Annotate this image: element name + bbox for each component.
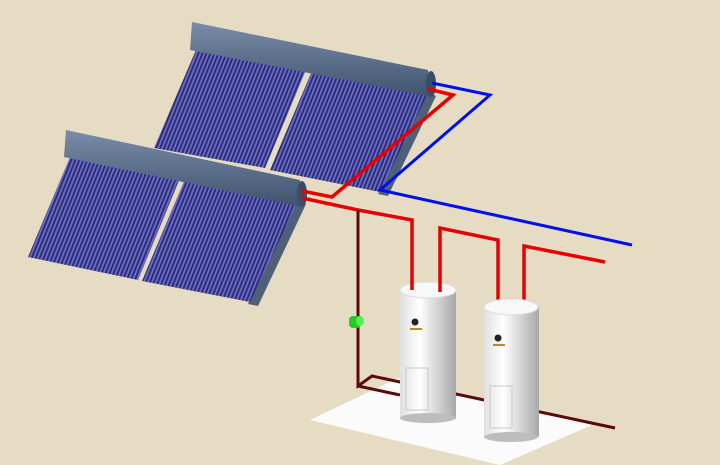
upper-collector-array — [154, 22, 436, 196]
hot-water-pipes — [301, 87, 606, 306]
lower-collector-array — [28, 130, 307, 306]
upper-collector-panel-right — [270, 71, 428, 192]
tank-2-gauge-icon — [494, 334, 502, 342]
tank-platform — [310, 378, 592, 465]
lower-collector-header — [64, 130, 302, 207]
upper-collector-frame — [378, 92, 436, 196]
tank-1-gauge-icon — [411, 318, 419, 326]
lower-collector-frame — [248, 200, 306, 306]
lower-collector-panel-left — [28, 157, 180, 280]
cold-water-pipe — [376, 81, 633, 247]
storage-tank-2 — [483, 298, 539, 442]
valve — [349, 316, 364, 328]
upper-collector-panel-left — [154, 50, 306, 168]
lower-collector-panel-right — [142, 179, 298, 302]
upper-collector-header — [190, 22, 432, 97]
storage-tank-1 — [399, 281, 457, 423]
